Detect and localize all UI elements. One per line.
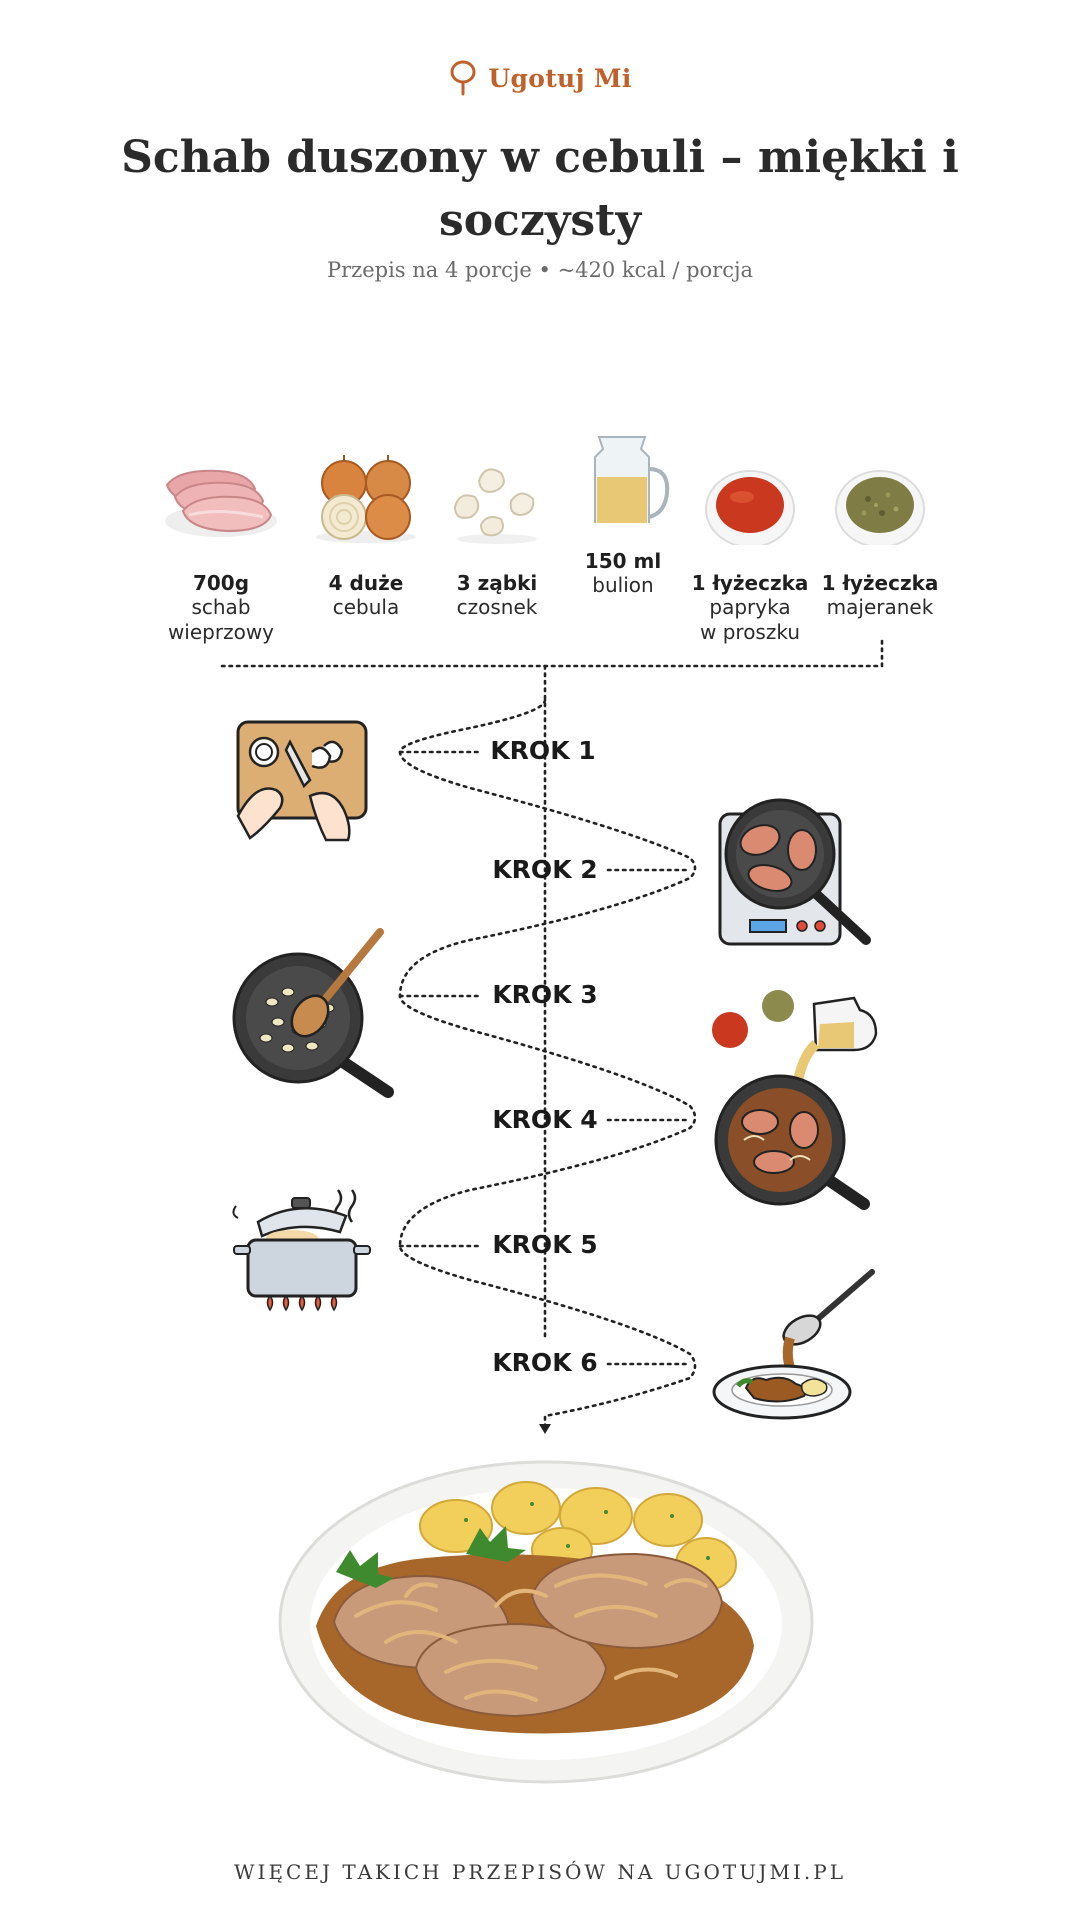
ingredient-name: bulion <box>592 573 654 597</box>
stewing-pot-icon <box>228 1186 378 1326</box>
ingredient-qty: 1 łyżeczka <box>691 571 809 595</box>
marjoram-bowl-icon <box>818 455 942 545</box>
brand-logo[interactable]: Ugotuj Mi <box>0 60 1080 96</box>
ingredient-qty: 150 ml <box>584 549 662 573</box>
step-1-label: KROK 1 <box>490 736 596 765</box>
ingredient-name: papryka w proszku <box>700 595 800 644</box>
ingredient-pork: 700g schab wieprzowy <box>151 455 291 645</box>
ingredient-name: schab wieprzowy <box>167 595 275 644</box>
ingredient-paprika: 1 łyżeczka papryka w proszku <box>680 455 820 645</box>
recipe-meta: Przepis na 4 porcje • ~420 kcal / porcja <box>326 258 753 282</box>
ingredient-broth: 150 ml bulion <box>553 436 693 598</box>
frying-onion-icon <box>228 912 398 1102</box>
whisk-icon <box>448 60 478 96</box>
frying-pork-icon <box>716 794 876 954</box>
broth-jug-icon <box>561 433 685 523</box>
ingredient-qty: 3 ząbki <box>456 571 538 595</box>
ingredient-qty: 1 łyżeczka <box>821 571 939 595</box>
cutting-board-icon <box>228 716 368 846</box>
finished-dish-icon <box>276 1446 816 1786</box>
page-title: Schab duszony w cebuli – miękki i soczys… <box>121 132 959 246</box>
onion-icon <box>304 455 428 545</box>
paprika-bowl-icon <box>688 455 812 545</box>
brand-name: Ugotuj Mi <box>488 63 632 93</box>
add-spices-broth-icon <box>704 990 884 1210</box>
step-6-label: KROK 6 <box>492 1348 598 1377</box>
ingredient-marjoram: 1 łyżeczka majeranek <box>810 455 950 620</box>
step-2-label: KROK 2 <box>492 855 598 884</box>
ingredient-qty: 4 duże <box>328 571 404 595</box>
footer-link[interactable]: WIĘCEJ TAKICH PRZEPISÓW NA UGOTUJMI.PL <box>233 1860 847 1884</box>
step-4-label: KROK 4 <box>492 1105 598 1134</box>
garlic-icon <box>435 455 559 545</box>
ingredient-qty: 700g <box>192 571 250 595</box>
pork-loin-icon <box>159 455 283 545</box>
ingredient-name: majeranek <box>826 595 934 619</box>
ingredient-garlic: 3 ząbki czosnek <box>427 455 567 620</box>
step-5-label: KROK 5 <box>492 1230 598 1259</box>
step-3-label: KROK 3 <box>492 980 598 1009</box>
serving-sauce-icon <box>712 1264 882 1424</box>
ingredient-name: czosnek <box>456 595 538 619</box>
ingredient-onion: 4 duże cebula <box>296 455 436 620</box>
ingredient-name: cebula <box>332 595 400 619</box>
